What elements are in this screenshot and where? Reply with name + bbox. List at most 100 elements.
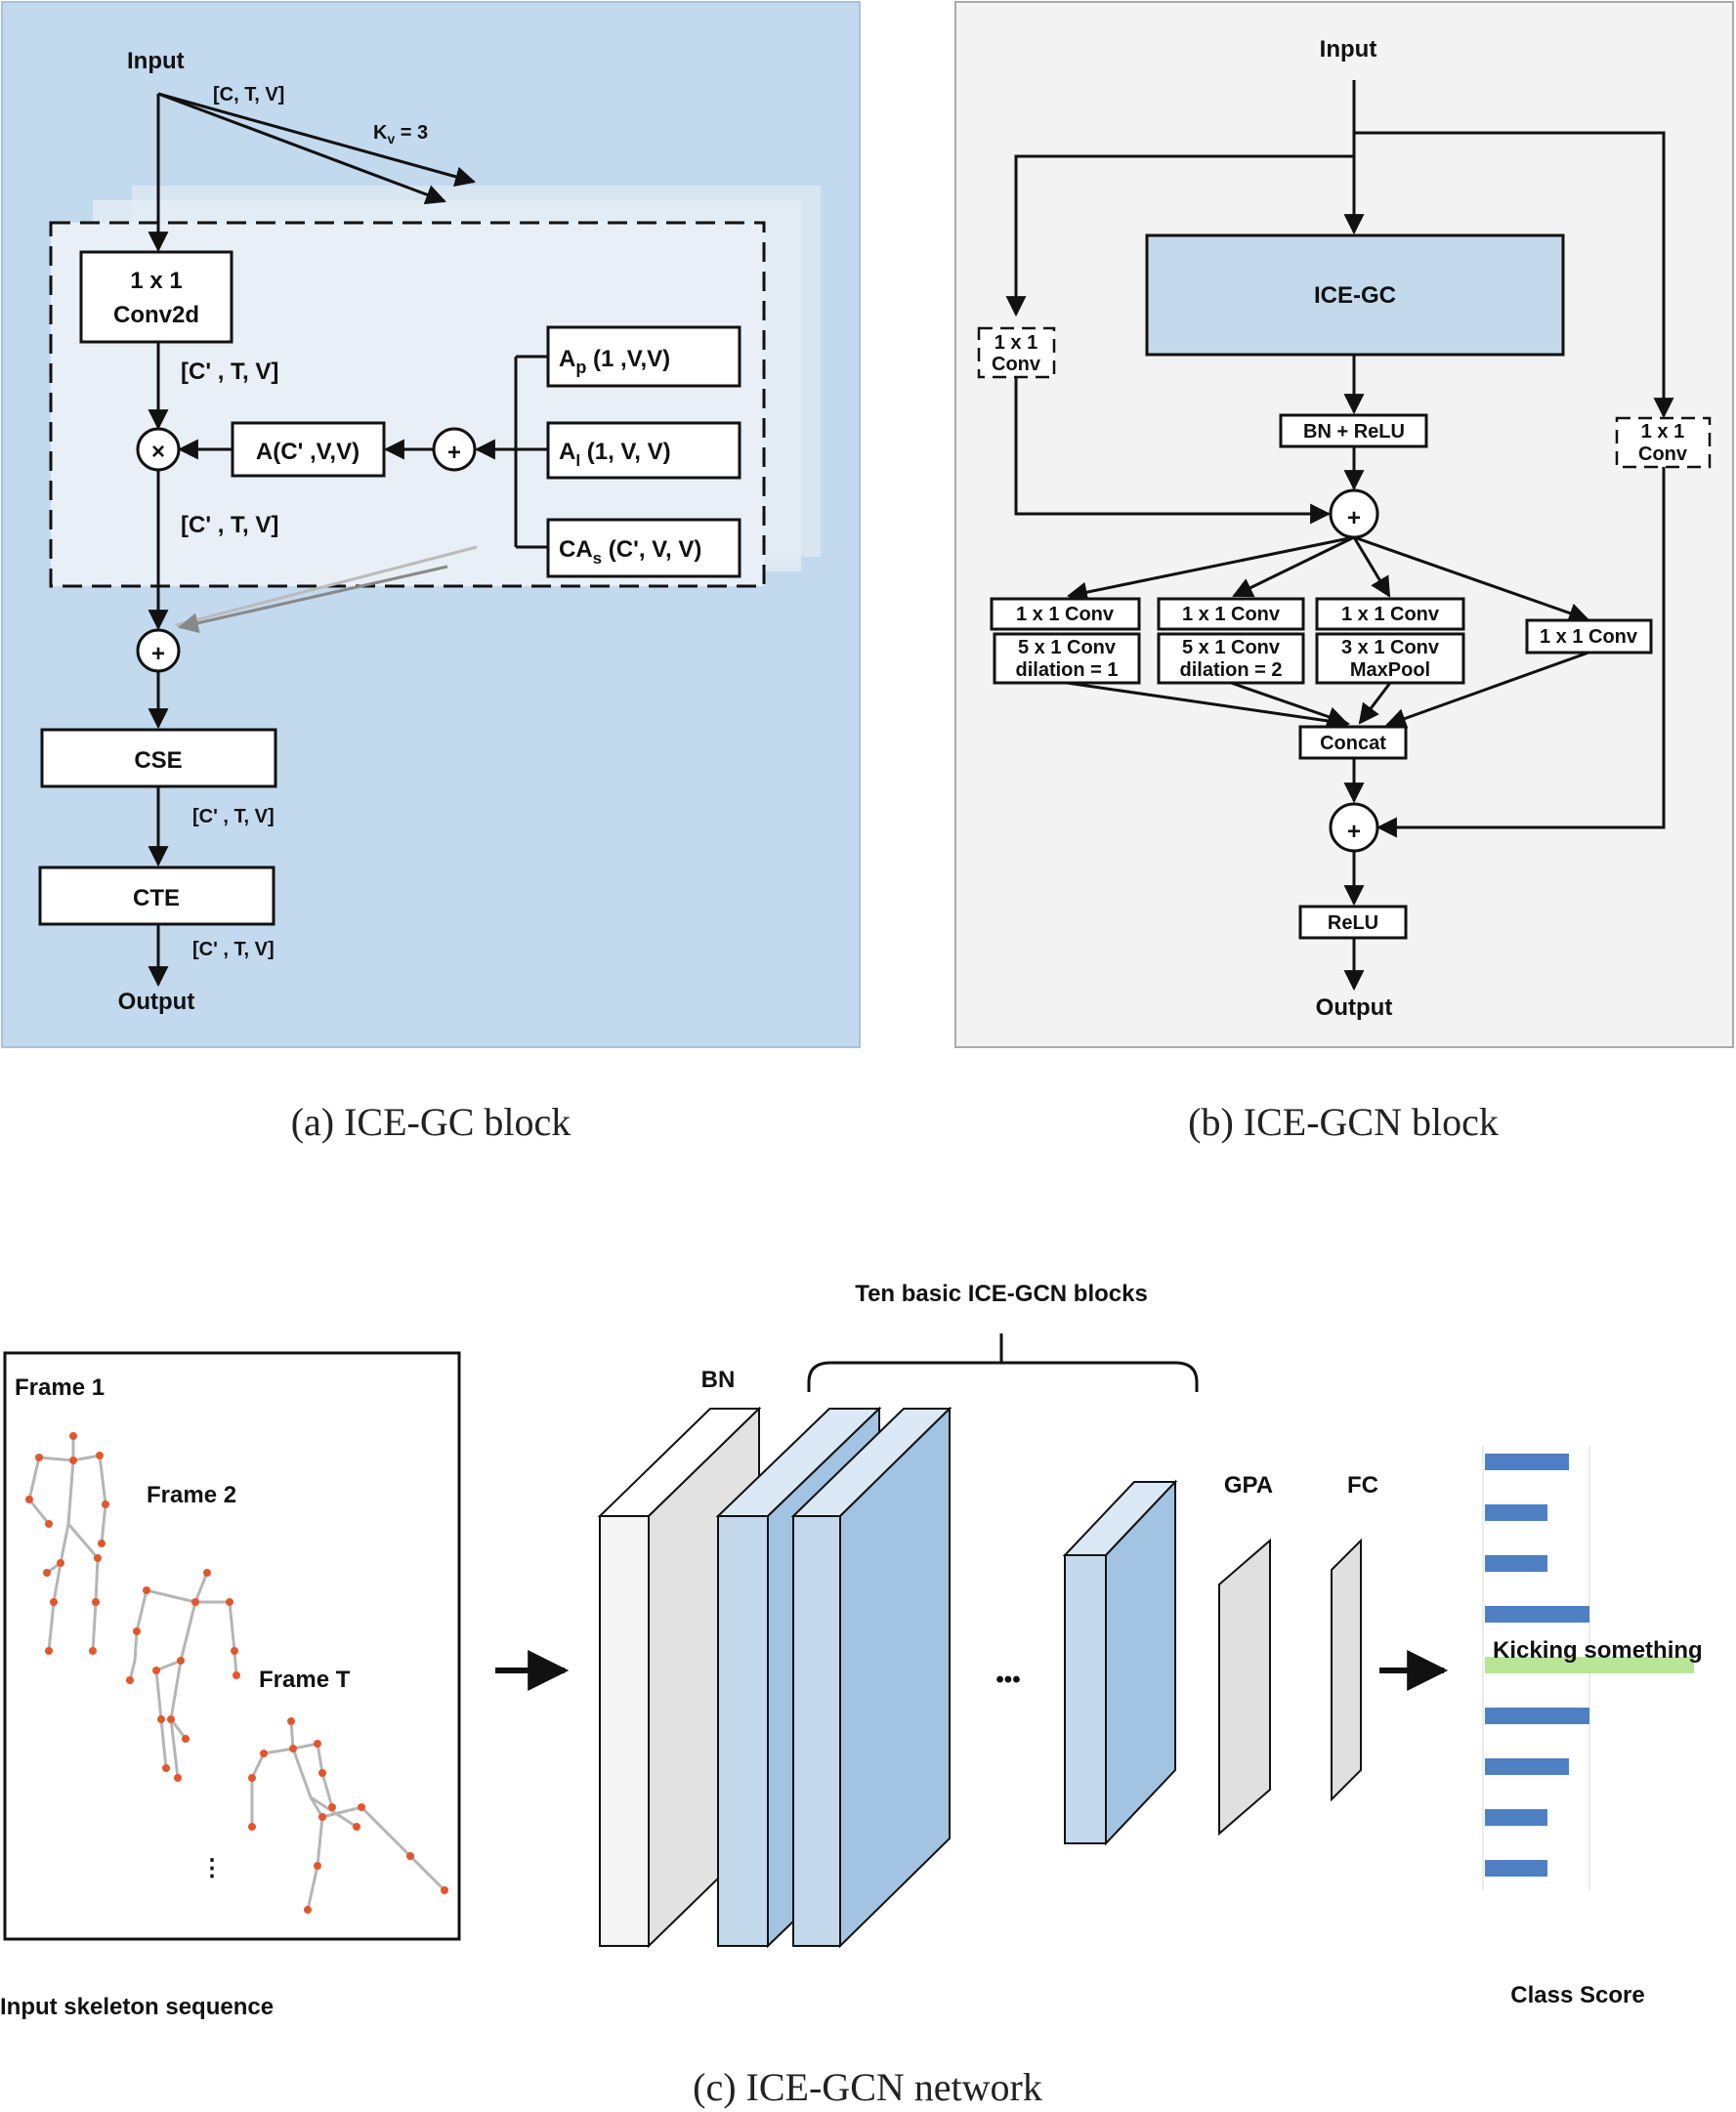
gcn-block-last-front xyxy=(1064,1554,1107,1844)
gcn-block-2-side xyxy=(839,1406,951,1949)
branch3-bottom-line1: 3 x 1 Conv xyxy=(1341,637,1440,658)
branch3-bottom-box xyxy=(1315,632,1465,685)
score-bar-8 xyxy=(1485,1860,1547,1877)
cte-label: CTE xyxy=(133,885,180,911)
icegc-label: ICE-GC xyxy=(1314,282,1396,309)
arrow-branch2-to-concat xyxy=(1230,681,1348,727)
blocks-brace xyxy=(807,1333,1199,1392)
skeleton-frame-t-joints xyxy=(248,1717,448,1914)
shape-after-conv: [C' , T, V] xyxy=(181,359,278,385)
arrow-right-conv-to-sum xyxy=(1376,467,1666,838)
bn-relu-label: BN + ReLU xyxy=(1303,421,1405,443)
shape-after-cte: [C' , T, V] xyxy=(192,939,275,960)
right-conv-line1: 1 x 1 xyxy=(1641,421,1684,443)
caption-b: (b) ICE-GCN block xyxy=(1188,1100,1499,1144)
branch4-box xyxy=(1525,618,1653,655)
input-shape-label: [C, T, V] xyxy=(213,84,284,106)
score-bar-1 xyxy=(1485,1454,1569,1470)
kv-label: Kv = 3 xyxy=(373,122,428,147)
right-conv-line2: Conv xyxy=(1638,444,1688,465)
frame-2-label: Frame 2 xyxy=(147,1482,236,1508)
skeleton-frame-1-joints xyxy=(25,1432,109,1655)
branch1-bottom-line1: 5 x 1 Conv xyxy=(1018,637,1117,658)
residual-arrow-dark xyxy=(177,565,448,634)
sum-symbol-b1: + xyxy=(1347,505,1361,531)
score-bar-3 xyxy=(1485,1555,1547,1572)
arrow-input-to-stack-1 xyxy=(157,92,477,188)
cas-label: CAs (C', V, V) xyxy=(559,536,701,568)
fc-label: FC xyxy=(1347,1472,1378,1499)
branch2-bottom-box xyxy=(1157,632,1305,685)
panel-b-input-label: Input xyxy=(1320,36,1377,63)
branch3-top-box xyxy=(1315,597,1465,631)
class-score-caption: Class Score xyxy=(1510,1982,1644,2008)
arrow-branch1-to-concat xyxy=(1066,681,1351,732)
shape-after-mul: [C' , T, V] xyxy=(181,512,278,538)
shape-after-cse: [C' , T, V] xyxy=(192,806,275,827)
branch2-bottom-line1: 5 x 1 Conv xyxy=(1182,637,1281,658)
a-matrix-label: A(C' ,V,V) xyxy=(256,439,360,465)
gpa-label: GPA xyxy=(1224,1472,1273,1499)
conv2d-line1: 1 x 1 xyxy=(130,268,182,294)
panel-a-output-label: Output xyxy=(118,989,195,1015)
score-bar-7 xyxy=(1485,1809,1547,1826)
fc-layer xyxy=(1331,1538,1362,1802)
concat-label: Concat xyxy=(1320,733,1386,754)
concat-box xyxy=(1298,725,1408,760)
left-conv-line1: 1 x 1 xyxy=(995,332,1037,354)
conv2d-box xyxy=(79,250,233,344)
score-bar-2 xyxy=(1485,1504,1547,1521)
right-1x1-conv-box xyxy=(1615,416,1712,469)
panel-c-ice-gcn-network: Frame 1 Frame 2 Frame T ⋮ xyxy=(0,1281,1703,2020)
sum-symbol-residual: + xyxy=(151,641,165,667)
arrow-left-conv-to-sum xyxy=(1014,377,1332,525)
branch1-bottom-box xyxy=(993,632,1141,685)
arrow-sum-to-branch4 xyxy=(1353,535,1589,623)
branch3-top-label: 1 x 1 Conv xyxy=(1341,604,1440,625)
al-box xyxy=(546,421,741,480)
arrow-input-to-left-conv xyxy=(1005,154,1354,317)
cte-box xyxy=(38,866,275,926)
branch3-bottom-line2: MaxPool xyxy=(1350,659,1430,681)
ap-label: Ap (1 ,V,V) xyxy=(559,346,670,377)
branch1-top-box xyxy=(990,597,1141,631)
frame-1-label: Frame 1 xyxy=(15,1374,105,1401)
bn-label: BN xyxy=(701,1367,736,1393)
arrow-sum-to-branch1 xyxy=(1066,535,1355,603)
arrow-input-to-right-conv xyxy=(1354,131,1674,419)
ap-box xyxy=(546,325,741,388)
sum-symbol-b2: + xyxy=(1347,819,1361,845)
residual-arrow-light xyxy=(175,545,478,627)
branch1-top-label: 1 x 1 Conv xyxy=(1016,604,1115,625)
input-skeleton-caption: Input skeleton sequence xyxy=(0,1994,274,2020)
arrow-branch3-to-concat xyxy=(1358,682,1392,725)
skeleton-frame-1 xyxy=(27,1436,107,1652)
al-label: Al (1, V, V) xyxy=(559,439,671,470)
caption-a: (a) ICE-GC block xyxy=(291,1100,572,1144)
multiply-symbol: × xyxy=(151,439,165,465)
branch2-top-label: 1 x 1 Conv xyxy=(1182,604,1281,625)
branch2-bottom-line2: dilation = 2 xyxy=(1179,659,1282,681)
vertical-ellipsis: ⋮ xyxy=(200,1855,224,1881)
arrow-input-to-stack-2 xyxy=(157,92,446,205)
left-1x1-conv-box xyxy=(977,326,1056,379)
class-score-chart: Kicking something xyxy=(1482,1446,1703,1890)
score-bar-5 xyxy=(1485,1708,1589,1724)
score-bar-4 xyxy=(1485,1606,1589,1623)
skeleton-sequence-box xyxy=(3,1351,461,1941)
skeleton-frame-2-joints xyxy=(126,1569,240,1782)
bn-layer-front xyxy=(599,1515,650,1947)
arrow-sum-to-branch2 xyxy=(1232,535,1355,598)
cas-box xyxy=(546,518,741,578)
blocks-title: Ten basic ICE-GCN blocks xyxy=(855,1281,1148,1307)
gcn-block-1-front xyxy=(717,1515,769,1947)
panel-a-input-label: Input xyxy=(127,48,185,74)
highlight-class-label: Kicking something xyxy=(1493,1637,1703,1664)
arrow-branch4-to-concat xyxy=(1385,651,1589,729)
left-conv-line2: Conv xyxy=(992,354,1041,375)
relu-label: ReLU xyxy=(1328,912,1378,934)
panel-b-output-label: Output xyxy=(1316,994,1393,1021)
panel-b-ice-gcn-block: Input ICE-GC 1 x 1 Conv 1 x 1 Conv BN + … xyxy=(954,1,1734,1048)
branch2-top-box xyxy=(1157,597,1305,631)
